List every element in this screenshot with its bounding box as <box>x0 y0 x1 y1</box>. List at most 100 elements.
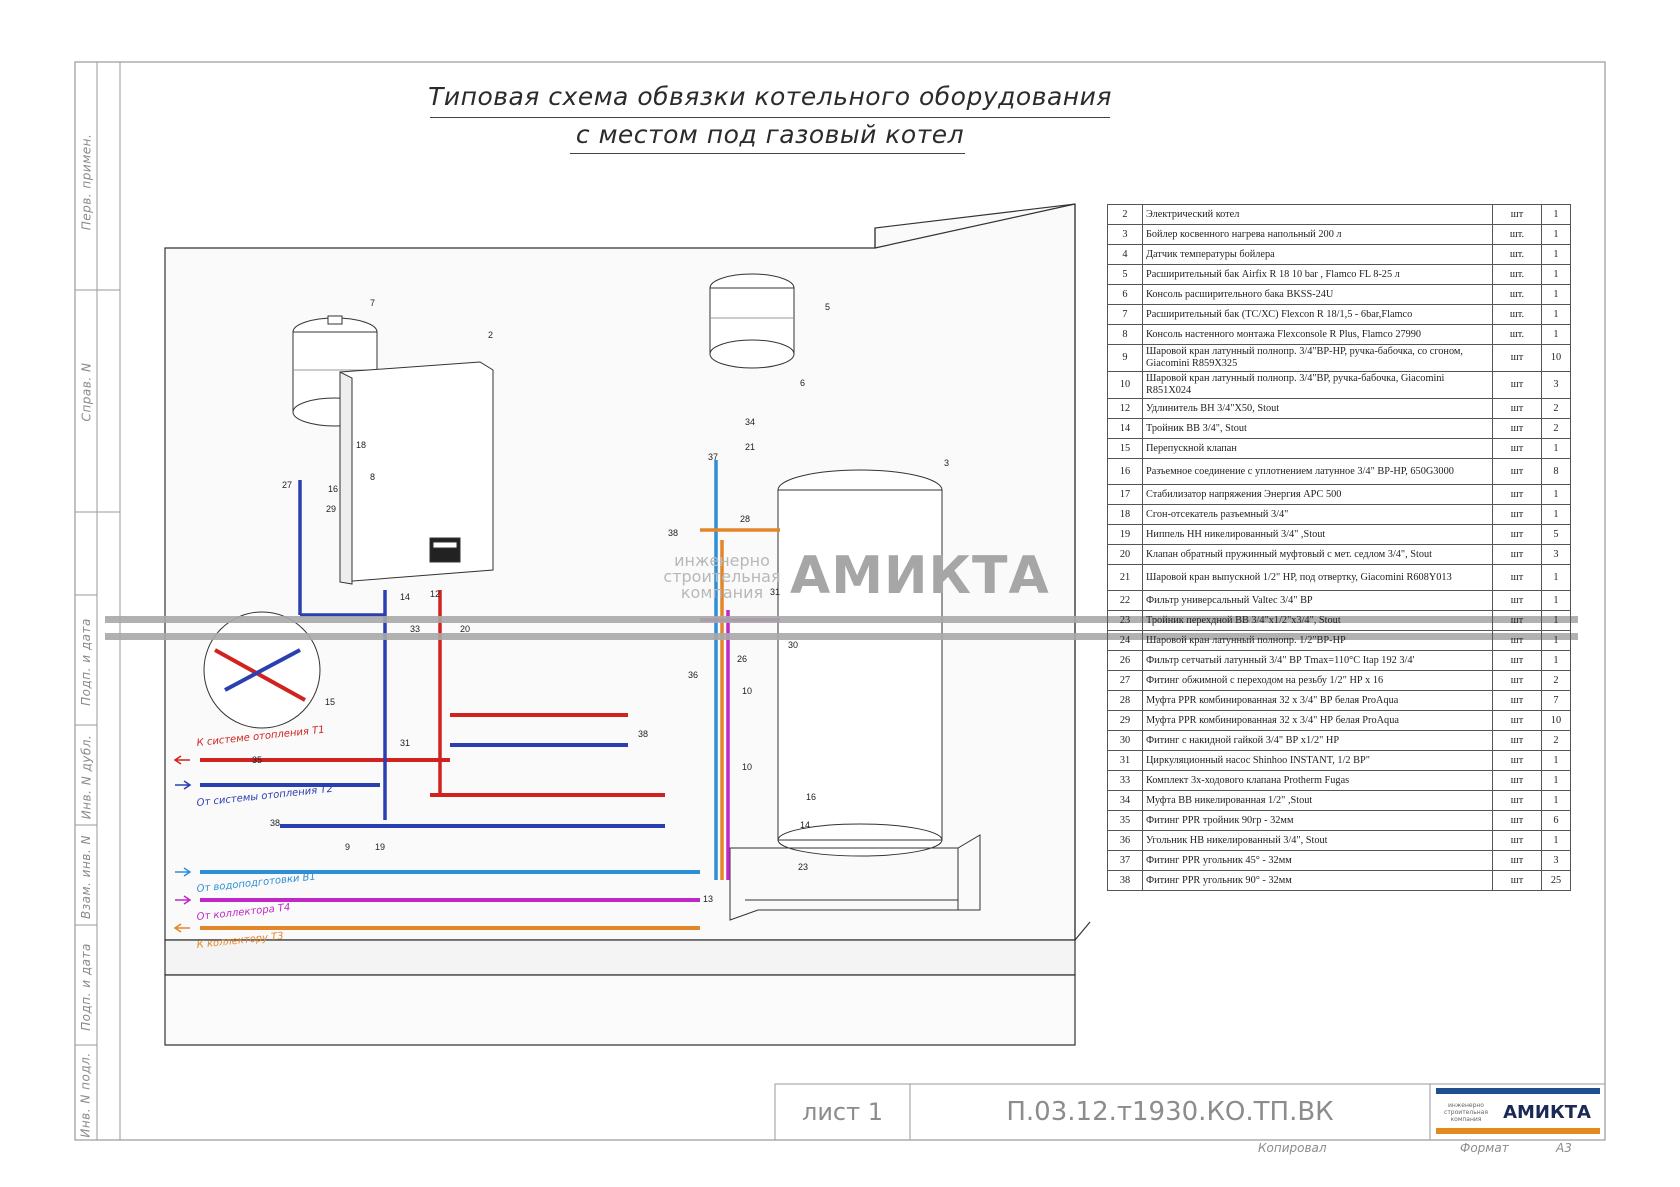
drawing-title-line2: с местом под газовый котел <box>575 120 965 149</box>
spec-name: Фитинг PPR тройник 90гр - 32мм <box>1142 810 1493 831</box>
callout-33: 33 <box>410 624 420 634</box>
spec-position: 34 <box>1107 790 1143 811</box>
spec-unit: шт <box>1492 504 1542 525</box>
spec-quantity: 8 <box>1541 458 1571 485</box>
callout-38: 38 <box>668 528 678 538</box>
spec-name: Стабилизатор напряжения Энергия АРС 500 <box>1142 484 1493 505</box>
horizontal-pipes <box>200 713 700 930</box>
callout-26: 26 <box>737 654 747 664</box>
flow-arrows <box>173 755 192 933</box>
callout-12: 12 <box>430 589 440 599</box>
indirect-boiler-tank <box>777 469 943 857</box>
spec-name: Угольник НВ никелированный 3/4", Stout <box>1142 830 1493 851</box>
spec-position: 7 <box>1107 304 1143 325</box>
spec-unit: шт <box>1492 484 1542 505</box>
callout-18: 18 <box>356 440 366 450</box>
spec-name: Шаровой кран латунный полнопр. 1/2"ВР-НР <box>1142 630 1493 651</box>
spec-name: Разъемное соединение с уплотнением латун… <box>1142 458 1493 485</box>
callout-21: 21 <box>745 442 755 452</box>
spec-quantity: 1 <box>1541 610 1571 631</box>
spec-quantity: 6 <box>1541 810 1571 831</box>
vertical-pipes <box>298 460 780 880</box>
spec-unit: шт <box>1492 610 1542 631</box>
spec-name: Шаровой кран латунный полнопр. 3/4"ВР-НР… <box>1142 344 1493 372</box>
spec-position: 38 <box>1107 870 1143 891</box>
spec-position: 10 <box>1107 371 1143 399</box>
spec-position: 30 <box>1107 730 1143 751</box>
spec-name: Шаровой кран латунный полнопр. 3/4"ВР, р… <box>1142 371 1493 399</box>
spec-position: 31 <box>1107 750 1143 771</box>
spec-unit: шт. <box>1492 264 1542 285</box>
spec-position: 29 <box>1107 710 1143 731</box>
spec-name: Фильтр сетчатый латунный 3/4" ВР Tmax=11… <box>1142 650 1493 671</box>
spec-position: 2 <box>1107 204 1143 225</box>
footer-format-value: А3 <box>1556 1141 1572 1155</box>
spec-quantity: 3 <box>1541 850 1571 871</box>
footer-format-label: Формат <box>1460 1141 1509 1155</box>
spec-quantity: 1 <box>1541 650 1571 671</box>
spec-quantity: 10 <box>1541 344 1571 372</box>
spec-position: 27 <box>1107 670 1143 691</box>
callout-16: 16 <box>328 484 338 494</box>
spec-name: Бойлер косвенного нагрева напольный 200 … <box>1142 224 1493 245</box>
callout-9: 9 <box>345 842 350 852</box>
spec-unit: шт <box>1492 524 1542 545</box>
spec-name: Консоль расширительного бака BKSS-24U <box>1142 284 1493 305</box>
sheet-number: лист 1 <box>801 1098 883 1126</box>
spec-name: Фитинг PPR угольник 90° - 32мм <box>1142 870 1493 891</box>
spec-unit: шт. <box>1492 224 1542 245</box>
document-code: П.03.12.т1930.КО.ТП.ВК <box>1006 1097 1334 1127</box>
spec-unit: шт <box>1492 810 1542 831</box>
spec-position: 26 <box>1107 650 1143 671</box>
callout-10: 10 <box>742 686 752 696</box>
callout-29: 29 <box>326 504 336 514</box>
callout-5: 5 <box>825 302 830 312</box>
spec-unit: шт <box>1492 418 1542 439</box>
spec-position: 33 <box>1107 770 1143 791</box>
spec-quantity: 1 <box>1541 630 1571 651</box>
footer-copied: Копировал <box>1258 1141 1327 1155</box>
spec-name: Перепускной клапан <box>1142 438 1493 459</box>
spec-quantity: 5 <box>1541 524 1571 545</box>
spec-position: 3 <box>1107 224 1143 245</box>
callout-16b: 16 <box>806 792 816 802</box>
callout-28: 28 <box>740 514 750 524</box>
spec-position: 36 <box>1107 830 1143 851</box>
spec-name: Фильтр универсальный Valtec 3/4" ВР <box>1142 590 1493 611</box>
spec-unit: шт <box>1492 438 1542 459</box>
spec-quantity: 10 <box>1541 710 1571 731</box>
spec-quantity: 1 <box>1541 264 1571 285</box>
spec-position: 8 <box>1107 324 1143 345</box>
callout-2: 2 <box>488 330 493 340</box>
callout-31b: 31 <box>400 738 410 748</box>
detail-callout <box>203 611 321 729</box>
callout-19: 19 <box>375 842 385 852</box>
spec-unit: шт <box>1492 850 1542 871</box>
spec-position: 5 <box>1107 264 1143 285</box>
spec-quantity: 3 <box>1541 544 1571 565</box>
spec-unit: шт <box>1492 544 1542 565</box>
spec-name: Фитинг обжимной с переходом на резьбу 1/… <box>1142 670 1493 691</box>
drawing-title-line1: Типовая схема обвязки котельного оборудо… <box>428 82 1112 111</box>
spec-quantity: 1 <box>1541 504 1571 525</box>
callout-15: 15 <box>325 697 335 707</box>
spec-name: Удлинитель ВН 3/4"X50, Stout <box>1142 398 1493 419</box>
watermark-sub-1: инженерно <box>674 551 770 570</box>
callout-30: 30 <box>788 640 798 650</box>
spec-name: Тройник ВВ 3/4", Stout <box>1142 418 1493 439</box>
spec-unit: шт <box>1492 344 1542 372</box>
spec-position: 18 <box>1107 504 1143 525</box>
spec-name: Сгон-отсекатель разъемный 3/4" <box>1142 504 1493 525</box>
spec-quantity: 1 <box>1541 564 1571 591</box>
